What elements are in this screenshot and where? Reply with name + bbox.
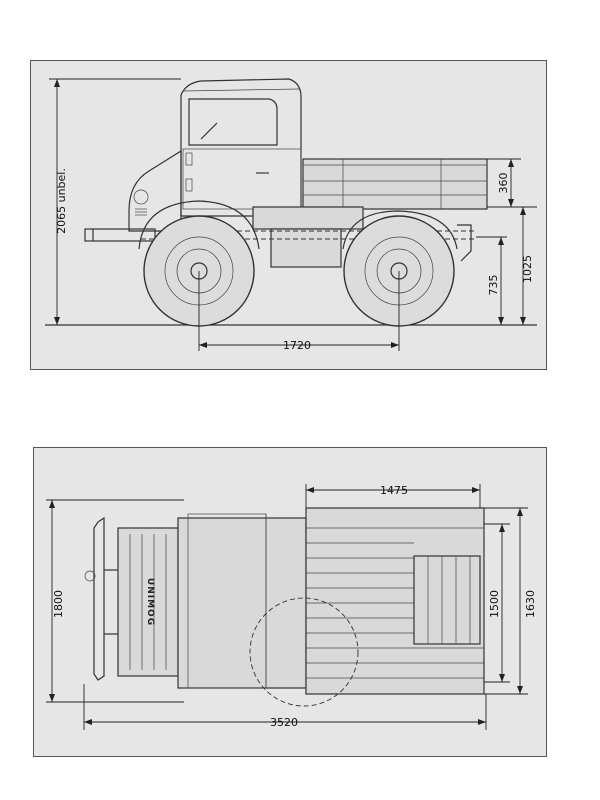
dim-bed-height: [487, 158, 537, 208]
side-view-panel: 2065 unbel. 360 1025 735 1720: [30, 60, 547, 370]
hood-top: [117, 527, 179, 677]
dim-axle-height-label: 735: [487, 275, 500, 296]
fuel-tank: [270, 228, 342, 268]
dim-wheelbase: [198, 271, 400, 351]
bed-hatch: [413, 555, 481, 645]
dim-total-width: [46, 499, 184, 703]
dim-total-width-label: 1800: [52, 590, 65, 618]
frame-rail: [252, 206, 364, 230]
brand-label: UNIMOG: [145, 578, 155, 626]
cab-door: [182, 148, 302, 210]
cargo-bed-top: [305, 507, 485, 695]
rear-hitch: [457, 224, 472, 262]
dim-platform-height: [520, 207, 526, 325]
dim-total-height-label: 2065 unbel.: [55, 168, 68, 234]
dim-bed-height-label: 360: [497, 173, 510, 194]
dim-total-length-label: 3520: [270, 716, 298, 729]
hood: [128, 149, 182, 232]
dim-axle-height: [476, 236, 507, 325]
front-fender: [138, 200, 260, 250]
front-bumper-top: [93, 516, 105, 681]
cargo-bed: [302, 158, 488, 210]
cab-canopy: [180, 78, 302, 217]
rear-fender: [342, 210, 458, 250]
dim-platform-height-label: 1025: [521, 255, 534, 283]
cab-window: [188, 98, 278, 146]
side-view-drawing: 2065 unbel. 360 1025 735 1720: [45, 78, 537, 352]
dim-wheelbase-label: 1720: [283, 339, 311, 352]
top-view-panel: UNIMOG: [33, 447, 547, 757]
top-view-drawing: UNIMOG: [46, 484, 537, 730]
cab-roof: [177, 517, 307, 689]
dim-bed-outer-width-label: 1630: [524, 590, 537, 618]
dim-bed-length-label: 1475: [380, 484, 408, 497]
dim-bed-inner-width-label: 1500: [488, 590, 501, 618]
dim-bed-inner-width: [484, 523, 510, 683]
spare-wheel-outline: [249, 597, 359, 707]
dim-bed-outer-width: [484, 507, 528, 695]
dim-total-length: [83, 684, 487, 730]
dim-total-height: [49, 78, 181, 325]
front-bumper: [84, 228, 156, 242]
dim-bed-length: [305, 484, 481, 508]
